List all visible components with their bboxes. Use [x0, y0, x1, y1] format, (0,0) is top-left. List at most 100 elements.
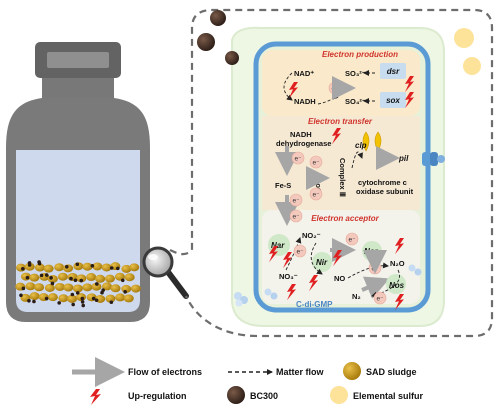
so3-label: SO₃²⁻: [345, 69, 366, 78]
nor-label: Nor: [364, 247, 379, 256]
sludge-granule: [82, 283, 93, 292]
svg-text:e⁻: e⁻: [292, 214, 300, 221]
bc300-particle: [44, 273, 49, 277]
bc300-particle: [49, 276, 53, 280]
electron-transfer-2: [289, 193, 303, 207]
so4-label: SO₄²⁻: [345, 97, 366, 106]
upregulation-bolt: [283, 252, 292, 269]
bc300-particle: [79, 278, 84, 283]
bc300-particle: [91, 296, 96, 301]
bc300-particle: [109, 300, 114, 305]
sludge-granule: [29, 292, 40, 301]
bottle-neck: [42, 78, 114, 98]
sludge-granule: [123, 294, 134, 303]
upregulation-bolt: [333, 250, 342, 267]
upregulation-bolt: [405, 76, 414, 93]
legend-elemental-sulfur: Elemental sulfur: [353, 391, 424, 401]
electron-transfer-4: [309, 155, 323, 169]
upregulation-bolt: [309, 275, 318, 292]
bc300-particle: [81, 303, 86, 308]
legend-upregulation-icon: [90, 389, 101, 405]
bc300-particle: [75, 262, 80, 267]
bc300-particle: [80, 300, 85, 304]
nadh-dehydrogenase-label-1: NADH: [290, 130, 312, 139]
legend-matter-flow: Matter flow: [276, 367, 325, 377]
section-title-transfer: Electron transfer: [308, 117, 373, 126]
sludge-granule: [43, 264, 54, 273]
sludge-granule: [34, 283, 45, 292]
sludge-granule: [86, 273, 97, 282]
sludge-granule: [57, 272, 68, 281]
section-title-acceptor: Electron acceptor: [311, 214, 379, 223]
bc300-particle: [90, 263, 95, 268]
bc300-particle: [39, 273, 44, 278]
sludge-granule: [121, 264, 132, 273]
nadh-to-electron-arrow: [317, 93, 339, 105]
sludge-granule: [72, 284, 83, 293]
bc300-particle: [27, 298, 31, 303]
sludge-granule: [104, 274, 115, 283]
electron-label: e⁻: [331, 86, 339, 93]
sludge-granule: [95, 274, 106, 283]
sludge-granule: [76, 274, 87, 283]
legend-sludge-icon: [343, 362, 361, 380]
dsr-box: [380, 63, 406, 79]
sludge-granule: [129, 263, 140, 272]
n2o-label: N₂O: [390, 259, 405, 268]
no2-to-no-arrow: [310, 242, 323, 275]
no3-label: NO₃⁻: [279, 272, 298, 281]
bc300-particle: [50, 281, 55, 286]
legend-flow-electrons: Flow of electrons: [128, 367, 202, 377]
svg-text:e⁻: e⁻: [348, 237, 356, 244]
bc300-particle: [21, 286, 26, 291]
svg-text:e⁻: e⁻: [376, 296, 384, 303]
upregulation-markers: [269, 76, 414, 311]
bc300-particle: [120, 278, 125, 283]
no-label: NO: [334, 274, 345, 283]
legend-upregulation: Up-regulation: [128, 391, 187, 401]
upregulation-bolt: [395, 238, 404, 255]
sludge-granule: [15, 263, 26, 272]
bc300-particle: [101, 288, 105, 292]
sludge-granule: [115, 293, 126, 302]
bc300-particle: [71, 302, 75, 307]
nir-label: Nir: [316, 258, 328, 267]
cytochrome-label-2: oxidase subunit: [356, 187, 414, 196]
dsr-label: dsr: [387, 67, 400, 76]
svg-text:e⁻: e⁻: [292, 198, 300, 205]
bc300-particle: [197, 33, 215, 51]
magnifier-icon: [142, 246, 189, 299]
bc300-particle: [25, 275, 30, 280]
bc300-particle: [75, 291, 80, 295]
bc300-particle: [19, 293, 23, 298]
reactor-bottle: [6, 42, 150, 322]
bc300-particle: [69, 276, 73, 281]
cdigmp-label: C-di-GMP: [296, 300, 333, 309]
nos-label: Nos: [389, 281, 405, 290]
bc300-particle: [44, 296, 49, 301]
sludge-granule: [47, 293, 58, 302]
sludge-granule: [44, 283, 55, 292]
sludge-granule: [92, 262, 103, 271]
upregulation-bolt: [289, 82, 298, 99]
svg-text:e⁻: e⁻: [296, 249, 304, 256]
upregulation-bolt: [405, 92, 414, 109]
nad-plus-label: NAD⁺: [294, 69, 314, 78]
sludge-granule: [130, 284, 141, 293]
sludge-granule: [110, 284, 121, 293]
bc300-particle: [21, 266, 25, 271]
sludge-bed: [15, 260, 141, 308]
sludge-granule: [82, 262, 93, 271]
fes-label: Fe-S: [275, 181, 291, 190]
nadh-label: NADH: [294, 97, 316, 106]
sludge-granule: [101, 282, 112, 291]
bc300-particle: [210, 10, 226, 26]
cytochrome-label-1: cytochrome c: [358, 178, 407, 187]
legend-bc300: BC300: [250, 391, 278, 401]
sludge-granule: [124, 273, 135, 282]
electron-acceptor-4: [373, 291, 387, 305]
sludge-granule: [54, 263, 65, 272]
bc300-particle: [123, 290, 127, 294]
bc300-particle: [109, 266, 114, 270]
bc300-particle: [32, 299, 36, 304]
